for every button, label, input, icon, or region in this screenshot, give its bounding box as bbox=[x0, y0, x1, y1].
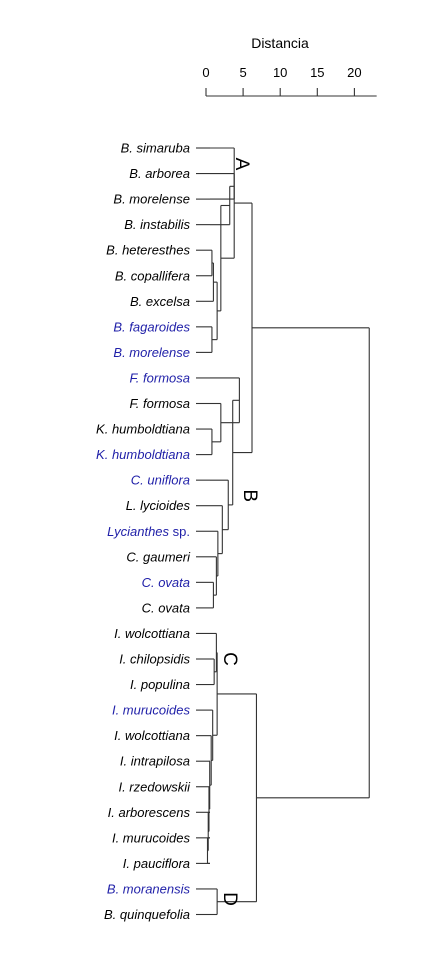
leaf-label: B. morelense bbox=[113, 345, 190, 360]
leaf-label: B. excelsa bbox=[130, 294, 190, 309]
scale-tick-label: 0 bbox=[202, 65, 209, 80]
leaf-label: B. copallifera bbox=[115, 268, 190, 283]
leaf-label: I. wolcottiana bbox=[114, 626, 190, 641]
leaf-label: B. moranensis bbox=[107, 881, 191, 896]
leaf-label: B. fagaroides bbox=[113, 319, 190, 334]
leaf-label: B. simaruba bbox=[121, 141, 190, 156]
leaf-label: B. quinquefolia bbox=[104, 907, 190, 922]
leaf-label: B. instabilis bbox=[124, 217, 190, 232]
leaf-label: I. populina bbox=[130, 677, 190, 692]
leaf-label: K. humboldtiana bbox=[96, 422, 190, 437]
leaf-label: I. intrapilosa bbox=[120, 754, 190, 769]
leaf-label: C. ovata bbox=[142, 600, 190, 615]
cluster-label-a: A bbox=[231, 158, 252, 171]
leaf-label: I. chilopsidis bbox=[119, 652, 190, 667]
cluster-label-d: D bbox=[219, 892, 240, 906]
cluster-labels: A B C D bbox=[219, 158, 260, 906]
scale-tick-label: 20 bbox=[347, 65, 361, 80]
leaf-label: I. murucoides bbox=[112, 703, 191, 718]
leaf-label: I. arborescens bbox=[108, 805, 191, 820]
scale-tick-label: 15 bbox=[310, 65, 324, 80]
leaf-label: K. humboldtiana bbox=[96, 447, 190, 462]
leaf-label: C. uniflora bbox=[131, 473, 190, 488]
leaf-label: B. arborea bbox=[129, 166, 190, 181]
leaf-label: B. morelense bbox=[113, 192, 190, 207]
leaf-label: F. formosa bbox=[130, 396, 190, 411]
distance-scale: 0 5 10 15 20 bbox=[202, 65, 377, 97]
leaf-label: I. murucoides bbox=[112, 830, 191, 845]
scale-tick-label: 5 bbox=[239, 65, 246, 80]
scale-tick-label: 10 bbox=[273, 65, 287, 80]
leaf-label: I. wolcottiana bbox=[114, 728, 190, 743]
leaf-label: I. pauciflora bbox=[123, 856, 190, 871]
leaf-labels: B. simaruba B. arborea B. morelense B. inst… bbox=[96, 141, 191, 923]
leaf-label: L. lycioides bbox=[126, 498, 191, 513]
leaf-label: Lycianthes sp. bbox=[107, 524, 190, 539]
leaf-label: C. ovata bbox=[142, 575, 190, 590]
leaf-label: I. rzedowskii bbox=[118, 779, 191, 794]
leaf-label: B. heteresthes bbox=[106, 243, 190, 258]
scale-title: Distancia bbox=[251, 35, 309, 51]
dendrogram-branches bbox=[196, 147, 370, 916]
leaf-label: F. formosa bbox=[130, 370, 190, 385]
leaf-label: C. gaumeri bbox=[126, 549, 191, 564]
cluster-label-b: B bbox=[239, 489, 260, 502]
cluster-label-c: C bbox=[219, 652, 240, 666]
